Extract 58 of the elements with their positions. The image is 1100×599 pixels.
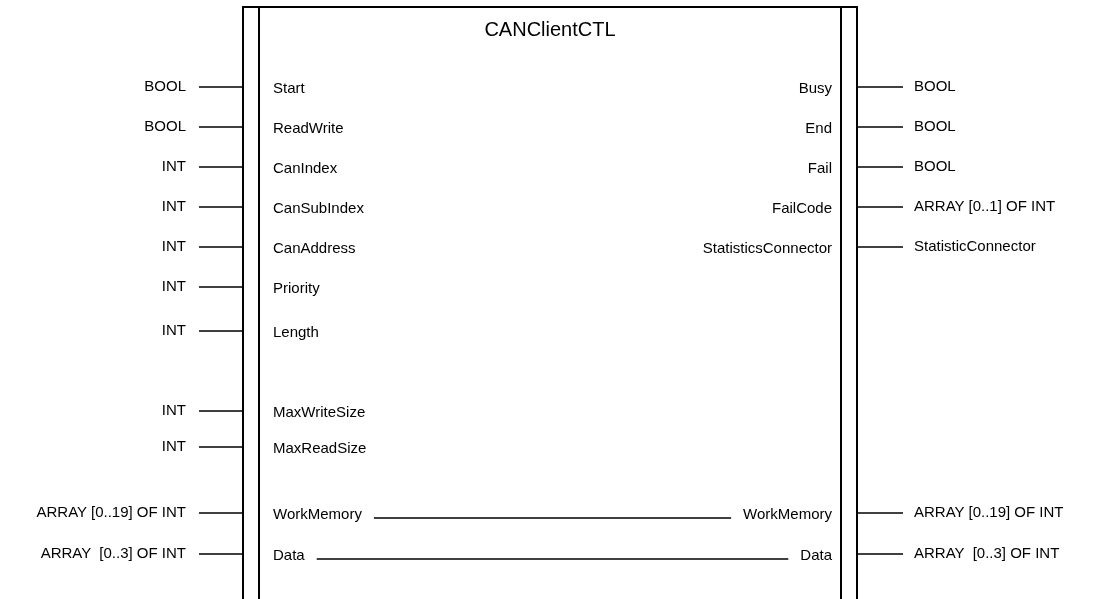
data-type-label: BOOL bbox=[144, 75, 199, 97]
data-type-label: ARRAY [0..19] OF INT bbox=[903, 501, 1064, 523]
connector-line bbox=[198, 286, 243, 288]
data-type-label: ARRAY [0..3] OF INT bbox=[40, 542, 199, 564]
connector-line bbox=[198, 166, 243, 168]
data-type-label: INT bbox=[161, 319, 199, 341]
output-pin-label: WorkMemory bbox=[731, 503, 858, 525]
input-pin-label: CanIndex bbox=[242, 157, 350, 179]
input-pin-label: Data bbox=[242, 544, 317, 566]
output-pin-label: FailCode bbox=[759, 197, 858, 219]
connector-line bbox=[857, 166, 904, 168]
data-type-label: INT bbox=[161, 275, 199, 297]
connector-line bbox=[857, 126, 904, 128]
data-type-label: BOOL bbox=[144, 115, 199, 137]
block-title: CANClientCTL bbox=[484, 17, 616, 42]
data-type-label: BOOL bbox=[903, 155, 956, 177]
connector-line bbox=[857, 512, 904, 514]
connector-line bbox=[316, 558, 789, 560]
connector-line bbox=[857, 553, 904, 555]
data-type-label: INT bbox=[161, 235, 199, 257]
output-pin-label: Fail bbox=[795, 157, 858, 179]
connector-line bbox=[857, 246, 904, 248]
connector-line bbox=[198, 126, 243, 128]
input-pin-label: Priority bbox=[242, 277, 332, 299]
connector-line bbox=[198, 246, 243, 248]
connector-line bbox=[198, 330, 243, 332]
data-type-label: BOOL bbox=[903, 115, 956, 137]
data-type-label: INT bbox=[161, 435, 199, 457]
data-type-label: INT bbox=[161, 155, 199, 177]
connector-line bbox=[857, 206, 904, 208]
connector-line bbox=[198, 206, 243, 208]
input-pin-label: Length bbox=[242, 321, 331, 343]
input-pin-label: Start bbox=[242, 77, 317, 99]
output-pin-label: End bbox=[793, 117, 858, 139]
data-type-label: ARRAY [0..19] OF INT bbox=[36, 501, 199, 523]
connector-line bbox=[373, 517, 732, 519]
function-block bbox=[242, 6, 858, 599]
connector-line bbox=[857, 86, 904, 88]
connector-line bbox=[198, 446, 243, 448]
data-type-label: INT bbox=[161, 195, 199, 217]
connector-line bbox=[198, 512, 243, 514]
connector-line bbox=[198, 553, 243, 555]
input-pin-label: MaxWriteSize bbox=[242, 401, 378, 423]
data-type-label: BOOL bbox=[903, 75, 956, 97]
input-pin-label: MaxReadSize bbox=[242, 437, 379, 459]
output-pin-label: Busy bbox=[786, 77, 858, 99]
input-pin-label: CanAddress bbox=[242, 237, 368, 259]
output-pin-label: StatisticsConnector bbox=[690, 237, 858, 259]
data-type-label: StatisticConnector bbox=[903, 235, 1036, 257]
data-type-label: ARRAY [0..3] OF INT bbox=[903, 542, 1060, 564]
input-pin-label: WorkMemory bbox=[242, 503, 374, 525]
data-type-label: INT bbox=[161, 399, 199, 421]
input-pin-label: ReadWrite bbox=[242, 117, 356, 139]
input-pin-label: CanSubIndex bbox=[242, 197, 376, 219]
output-pin-label: Data bbox=[788, 544, 858, 566]
connector-line bbox=[198, 410, 243, 412]
connector-line bbox=[198, 86, 243, 88]
data-type-label: ARRAY [0..1] OF INT bbox=[903, 195, 1056, 217]
